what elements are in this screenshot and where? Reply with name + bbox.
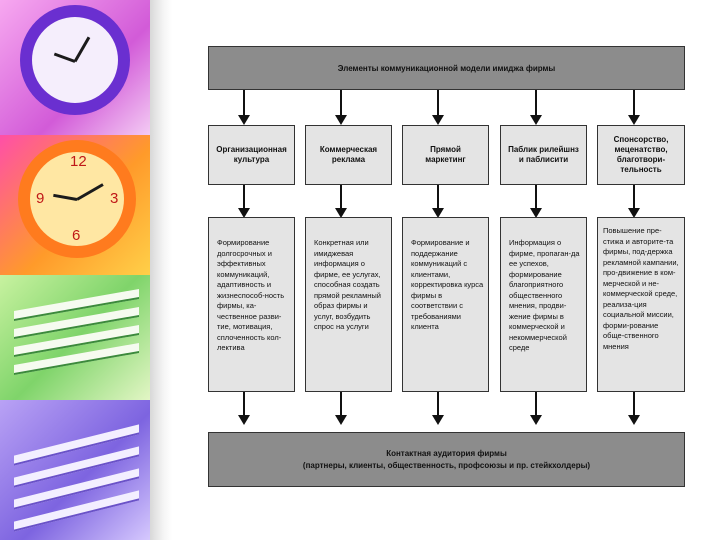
arrow-down-icon: [628, 90, 640, 125]
arrow-down-icon: [335, 90, 347, 125]
category-box-direct-marketing: Прямой маркетинг: [402, 125, 489, 185]
description-box-sponsorship: Повышение пре-стижа и авторите-та фирмы,…: [597, 217, 685, 392]
arrow-down-icon: [238, 185, 250, 218]
description-box-commercial-ads: Конкретная или имиджевая информация о фи…: [305, 217, 392, 392]
category-box-org-culture: Организационная культура: [208, 125, 295, 185]
arrow-down-icon: [238, 392, 250, 425]
clock-numeral: 3: [110, 190, 119, 207]
diagram-title-box: Элементы коммуникационной модели имиджа …: [208, 46, 685, 90]
arrow-down-icon: [432, 392, 444, 425]
arrow-down-icon: [530, 185, 542, 218]
contact-audience-box: Контактная аудитория фирмы (партнеры, кл…: [208, 432, 685, 487]
arrow-down-icon: [335, 185, 347, 218]
description-box-direct-marketing: Формирование и поддержание коммуникаций …: [402, 217, 489, 392]
decorative-photo-strip: 12 3 6 9: [0, 0, 170, 540]
arrow-down-icon: [335, 392, 347, 425]
category-box-public-relations: Паблик рилейшнз и паблисити: [500, 125, 587, 185]
contact-audience-title: Контактная аудитория фирмы: [386, 448, 507, 458]
description-box-public-relations: Информация о фирме, пропаган-да ее успех…: [500, 217, 587, 392]
clock-numeral: 6: [72, 227, 81, 244]
clock-numeral: 9: [36, 190, 45, 207]
category-box-sponsorship: Спонсорство, меценатство, благотвори-тел…: [597, 125, 685, 185]
arrow-down-icon: [628, 185, 640, 218]
arrow-down-icon: [432, 90, 444, 125]
arrow-down-icon: [432, 185, 444, 218]
strip-shadow: [150, 0, 172, 540]
arrow-down-icon: [530, 392, 542, 425]
clock-numeral: 12: [70, 153, 87, 170]
arrow-down-icon: [238, 90, 250, 125]
contact-audience-list: (партнеры, клиенты, общественность, проф…: [302, 460, 591, 470]
arrow-down-icon: [628, 392, 640, 425]
description-box-org-culture: Формирование долгосрочных и эффективных …: [208, 217, 295, 392]
category-box-commercial-ads: Коммерческая реклама: [305, 125, 392, 185]
arrow-down-icon: [530, 90, 542, 125]
